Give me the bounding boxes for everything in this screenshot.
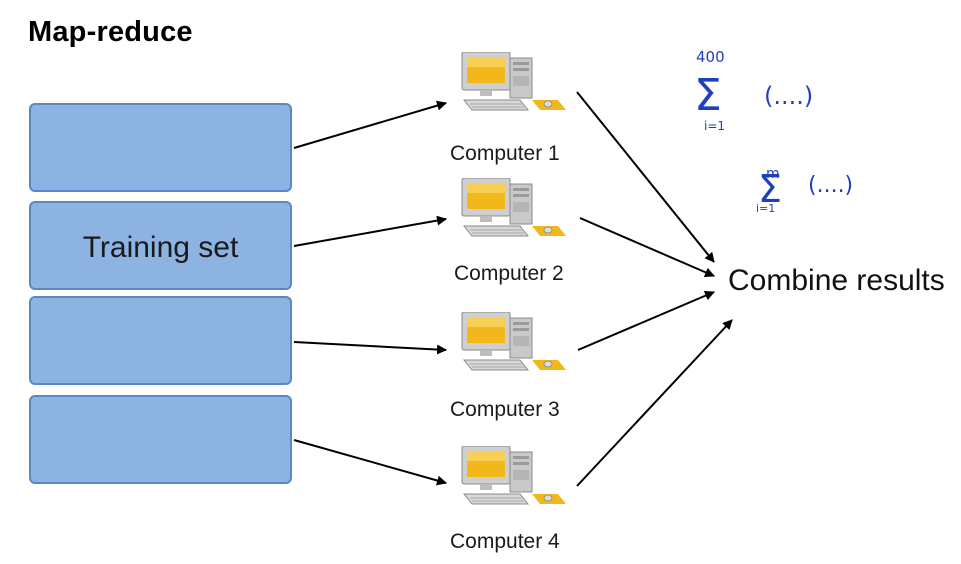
map-arrow-1 [293,100,447,149]
computer-label-4: Computer 4 [450,530,560,553]
sum1-sigma-icon: Σ [694,70,722,121]
computer-label-3: Computer 3 [450,398,560,421]
computer-label-2: Computer 2 [454,262,564,285]
training-block-1 [29,103,292,192]
sum2-upper: m [766,166,780,182]
reduce-arrow-1 [576,91,715,263]
computer-label-1: Computer 1 [450,142,560,165]
combine-results-label: Combine results [728,264,945,297]
map-arrow-3 [293,341,447,355]
training-block-3 [29,296,292,385]
page-title: Map-reduce [28,16,193,48]
sum2-sigma-icon: Σ [758,167,782,211]
sum2-body: (....) [808,173,853,198]
sum2-lower: i=1 [756,202,775,215]
map-arrow-4 [293,439,447,486]
training-block-2: Training set [29,201,292,290]
sum1-upper: 400 [696,48,725,66]
training-block-label: Training set [82,230,239,264]
reduce-arrow-2 [579,217,715,278]
reduce-arrow-3 [577,290,715,351]
sum1-body: (....) [764,82,813,110]
map-arrow-2 [293,215,447,247]
sum1-lower: i=1 [704,119,725,133]
training-block-4 [29,395,292,484]
reduce-arrow-4 [576,319,733,487]
